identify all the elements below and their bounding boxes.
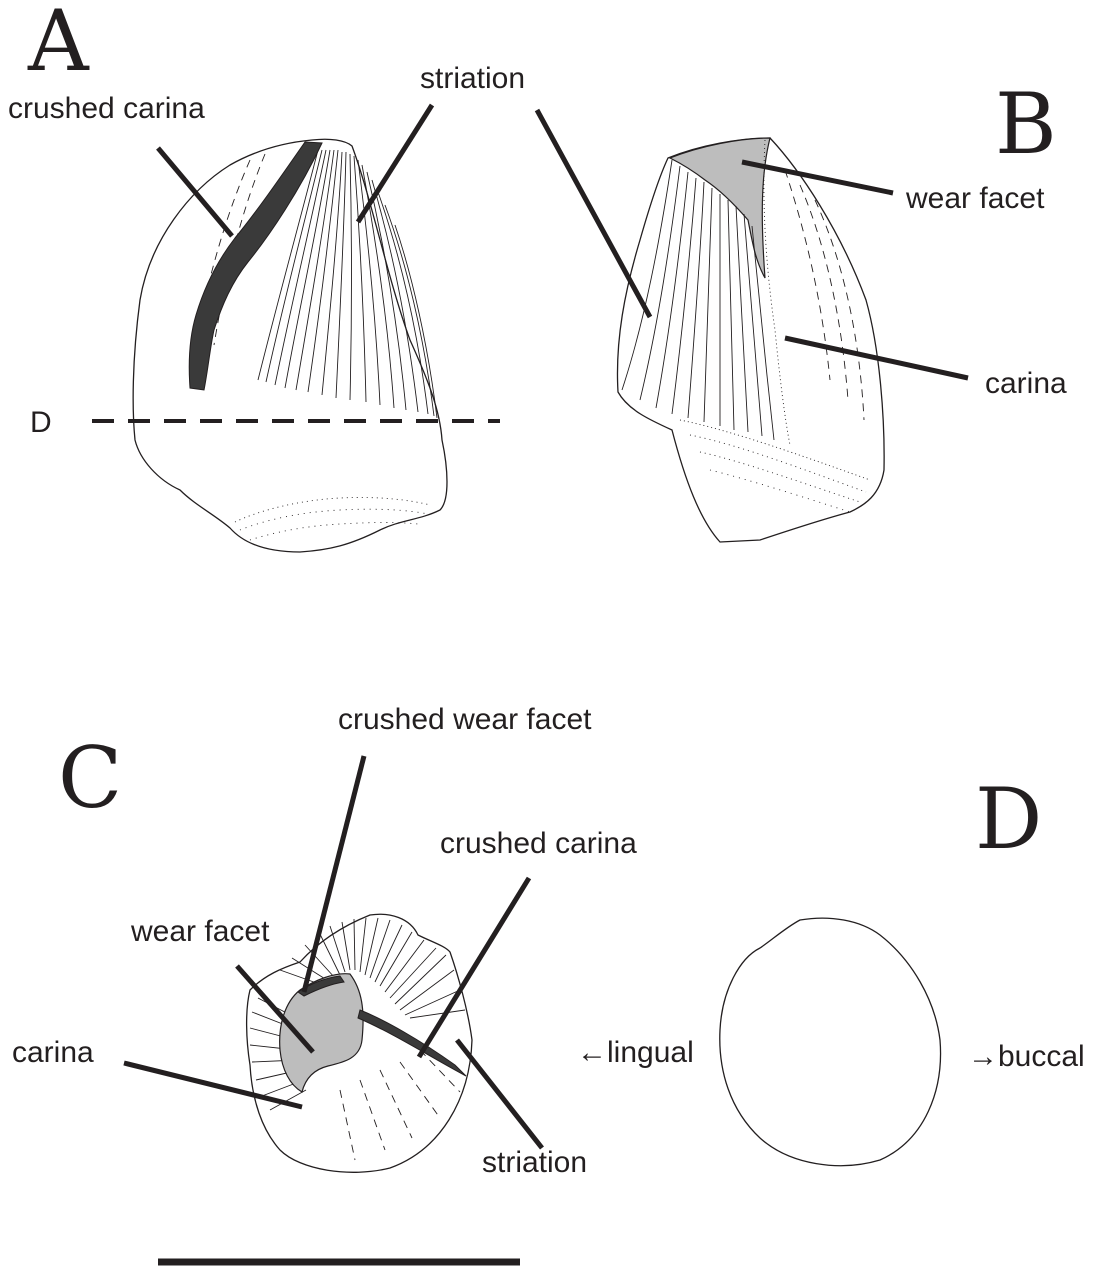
panel-b-wear-facet-label: wear facet	[905, 182, 1045, 215]
panel-c-wear-facet-label: wear facet	[130, 915, 270, 948]
panel-c-striation-label: striation	[482, 1146, 587, 1179]
panel-c-carina-label: carina	[12, 1036, 94, 1069]
panel-d-letter: D	[975, 770, 1042, 868]
panel-c-striation-leader	[457, 1040, 542, 1148]
panel-c: C crushed wear facet crushed carina wear…	[12, 703, 637, 1179]
panel-a-section-marker: D	[30, 406, 52, 439]
panel-d: D ←lingual →buccal	[577, 770, 1085, 1166]
panel-c-crushed-carina-label: crushed carina	[440, 827, 637, 860]
panel-c-letter: C	[58, 729, 122, 827]
panel-a-crushed-carina-label: crushed carina	[8, 92, 205, 125]
panel-b-letter: B	[995, 75, 1057, 173]
panel-d-buccal-label: →buccal	[968, 1040, 1085, 1073]
panel-b-striation-label: striation	[420, 62, 525, 95]
panel-d-cross-section	[720, 918, 941, 1166]
panel-b-carina-label: carina	[985, 367, 1067, 400]
panel-b: B striation wear facet carina	[420, 62, 1067, 542]
panel-a-striation-leader	[358, 105, 432, 222]
panel-b-striation-leader	[537, 110, 650, 317]
panel-d-lingual-label: ←lingual	[577, 1036, 694, 1069]
panel-a-letter: A	[27, 0, 90, 90]
panel-c-crushed-wear-facet-label: crushed wear facet	[338, 703, 592, 736]
